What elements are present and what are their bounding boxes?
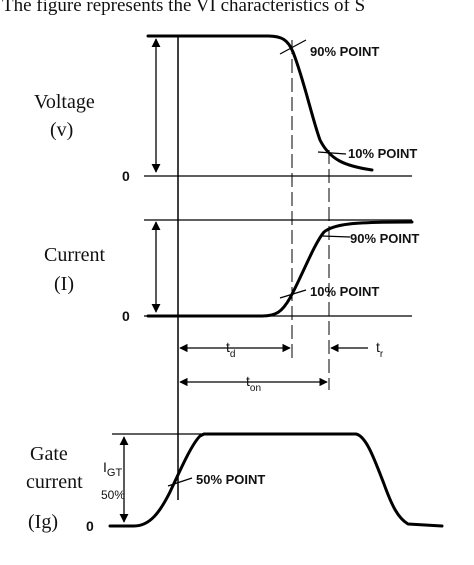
caption-text: The figure represents the VI characteris… xyxy=(2,0,365,16)
voltage-label: Voltage xyxy=(34,91,95,113)
timing-annotations: td tr ton xyxy=(179,339,384,394)
current-10-label: 10% POINT xyxy=(310,284,379,299)
current-90-label: 90% POINT xyxy=(350,231,419,246)
voltage-panel: Voltage (v) 0 90% POINT 10% POINT xyxy=(34,34,417,184)
gate-label-line3: (Ig) xyxy=(28,511,58,533)
current-90-marker xyxy=(321,235,351,238)
current-10-marker xyxy=(279,289,307,299)
current-waveform xyxy=(146,220,414,318)
gate-label-line2: current xyxy=(26,471,83,493)
gate-current-waveform xyxy=(108,432,444,528)
current-label: Current xyxy=(44,244,106,266)
current-symbol: (I) xyxy=(54,273,74,295)
igt-label: IGT xyxy=(103,459,122,479)
voltage-symbol: (v) xyxy=(50,119,73,141)
ton-label: ton xyxy=(246,373,261,394)
igt-percent-label: 50% xyxy=(101,488,125,502)
voltage-90-marker xyxy=(279,39,307,55)
td-label: td xyxy=(226,339,235,360)
tr-label: tr xyxy=(376,339,384,360)
voltage-90-label: 90% POINT xyxy=(310,44,379,59)
gate-50-label: 50% POINT xyxy=(196,472,265,487)
voltage-waveform xyxy=(146,34,374,172)
gate-label-line1: Gate xyxy=(30,443,68,465)
voltage-zero-label: 0 xyxy=(122,168,130,184)
current-zero-label: 0 xyxy=(122,308,130,324)
reference-lines xyxy=(177,36,330,500)
current-panel: Current (I) 0 90% POINT 10% POINT xyxy=(44,219,419,324)
gate-zero-label: 0 xyxy=(86,518,94,534)
gate-50-marker xyxy=(167,477,193,487)
voltage-10-marker xyxy=(317,151,347,155)
voltage-10-label: 10% POINT xyxy=(348,146,417,161)
gate-current-panel: Gate current (Ig) 0 IGT 50% 50% POINT xyxy=(26,432,444,534)
